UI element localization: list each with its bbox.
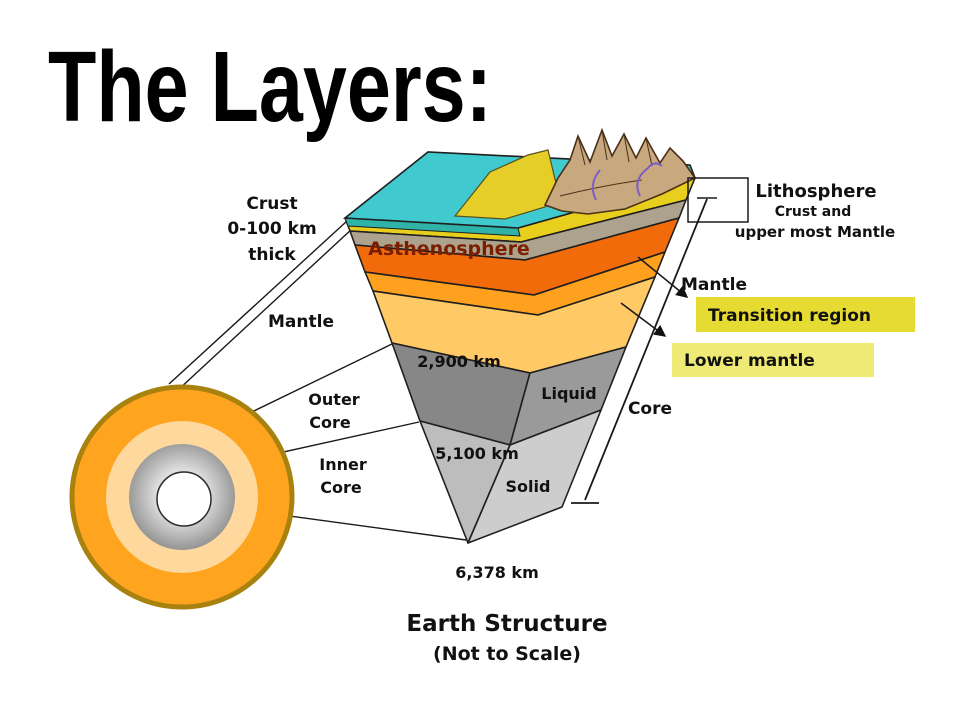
- lower-mantle-arrow: [620, 302, 667, 337]
- crust-label-line1: Crust: [246, 194, 297, 214]
- caption: Earth Structure (Not to Scale): [406, 611, 607, 665]
- right-labels: Lithosphere Crust and upper most Mantle …: [628, 181, 895, 419]
- transition-region-arrow: [637, 256, 689, 298]
- crust-connector-line-2: [177, 227, 354, 391]
- globe-cross-section: [69, 384, 295, 610]
- inner-core-label-line2: Core: [320, 478, 362, 497]
- caption-subtitle: (Not to Scale): [433, 643, 581, 665]
- mantle-left-label: Mantle: [268, 312, 334, 332]
- globe-inner-core: [156, 471, 212, 527]
- transition-region-label: Transition region: [708, 306, 871, 326]
- lower-mantle-label: Lower mantle: [684, 351, 815, 371]
- lithosphere-bracket: [687, 177, 749, 223]
- outer-core-label-line2: Core: [309, 413, 351, 432]
- outer-core-label-line1: Outer: [308, 390, 359, 409]
- wedge-labels: Asthenosphere 2,900 km Liquid 5,100 km S…: [368, 238, 597, 582]
- core-right-label: Core: [628, 399, 672, 419]
- mountain-streams: [591, 162, 663, 201]
- liquid-label: Liquid: [541, 384, 596, 403]
- lithosphere-label: Lithosphere: [755, 181, 876, 202]
- crust-connector-line-1: [168, 220, 348, 385]
- mantle-core-depth-line: [584, 198, 708, 501]
- mantle-right-label: Mantle: [681, 275, 747, 295]
- inner-core-right-face: [467, 409, 602, 544]
- depth-5100-label: 5,100 km: [435, 444, 519, 463]
- caption-title: Earth Structure: [406, 611, 607, 637]
- solid-label: Solid: [506, 477, 551, 496]
- left-labels: Crust 0-100 km thick Mantle Outer Core I…: [227, 194, 367, 497]
- lithosphere-sub1-label: Crust and: [775, 204, 851, 220]
- asthenosphere-label: Asthenosphere: [368, 238, 530, 260]
- slide-title: The Layers:: [48, 31, 492, 143]
- crust-label-line3: thick: [248, 245, 296, 265]
- wedge-top-surface: [342, 127, 697, 229]
- crust-label-line2: 0-100 km: [227, 219, 316, 239]
- depth-2900-label: 2,900 km: [417, 352, 501, 371]
- transition-region-highlight: [696, 297, 915, 332]
- annotation-lines: [571, 177, 749, 504]
- mountain-ridges: [559, 129, 653, 197]
- beach-surface: [453, 149, 561, 220]
- inner-core-label-line1: Inner: [319, 455, 367, 474]
- lower-mantle-highlight: [672, 343, 874, 377]
- depth-6378-label: 6,378 km: [455, 563, 539, 582]
- lithosphere-sub2-label: upper most Mantle: [735, 223, 895, 241]
